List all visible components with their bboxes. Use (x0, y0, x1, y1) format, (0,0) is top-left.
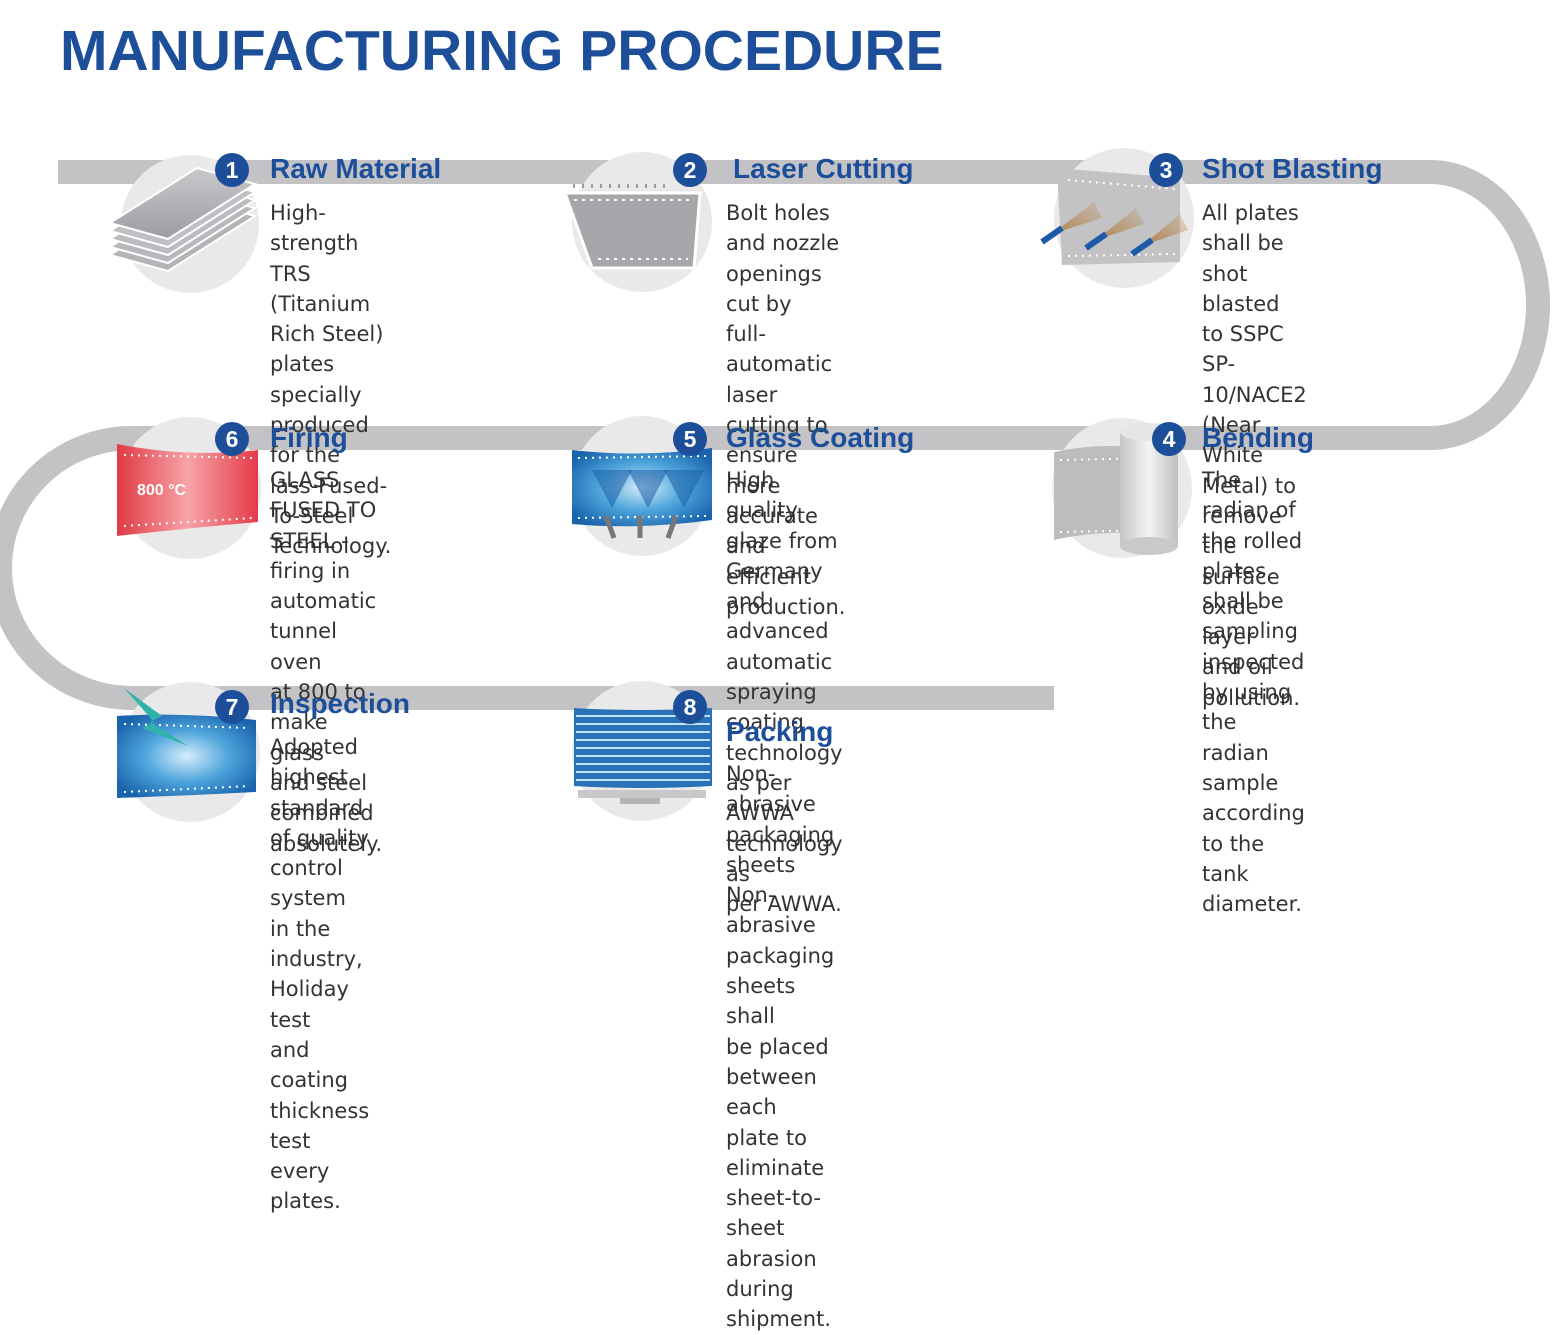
firing-plate-icon: 800 °C (117, 444, 258, 536)
step-4-number-badge: 4 (1152, 422, 1186, 456)
step-7-number-badge: 7 (215, 690, 249, 724)
step-7-title: Inspection (270, 688, 411, 719)
process-track (0, 160, 1550, 710)
step-1-title: Raw Material (270, 153, 442, 184)
step-5-description: High quality glaze from Germany and adva… (726, 468, 843, 917)
step-5-number-badge: 5 (673, 422, 707, 456)
step-8-number-badge: 8 (673, 690, 707, 724)
laser-cut-plate-icon (562, 184, 702, 270)
glass-coating-spray-icon (572, 448, 712, 539)
step-2-title: Laser Cutting (733, 153, 914, 184)
step-2-number-badge: 2 (673, 153, 707, 187)
step-6-description: GLASS FUSED TO STEEL - firing in automat… (270, 468, 383, 856)
page-title: MANUFACTURING PROCEDURE (60, 19, 944, 83)
firing-temperature-badge: 800 °C (137, 482, 187, 499)
step-3-title: Shot Blasting (1202, 153, 1383, 184)
step-4-title: Bending (1202, 422, 1314, 453)
inspection-spark-icon (117, 688, 256, 798)
step-8-description: Non-abrasive packaging sheets Non-abrasi… (726, 762, 835, 1332)
packed-plates-icon (574, 708, 712, 804)
step-1-description: High-strength TRS (Titanium Rich Steel) … (270, 201, 392, 559)
step-1-number-badge: 1 (215, 153, 249, 187)
stacked-plates-icon (107, 166, 258, 273)
step-6-title: Firing (270, 422, 348, 453)
step-7-description: Adopted highest standard of quality cont… (270, 735, 370, 1214)
step-2-description: Bolt holes and nozzle openings cut by fu… (726, 201, 846, 619)
rolled-plate-icon (1054, 423, 1178, 555)
track-top-segment (0, 160, 1550, 710)
step-3-number-badge: 3 (1149, 153, 1183, 187)
step-4-description: The radian of the rolled plates shall be… (1202, 468, 1305, 917)
step-5-title: Glass Coating (726, 422, 915, 453)
step-3-description: All plates shall be shot blasted to SSPC… (1202, 201, 1307, 710)
step-6-number-badge: 6 (215, 422, 249, 456)
shot-blasting-icon (1040, 168, 1188, 265)
step-8-title: Packing (726, 716, 834, 747)
